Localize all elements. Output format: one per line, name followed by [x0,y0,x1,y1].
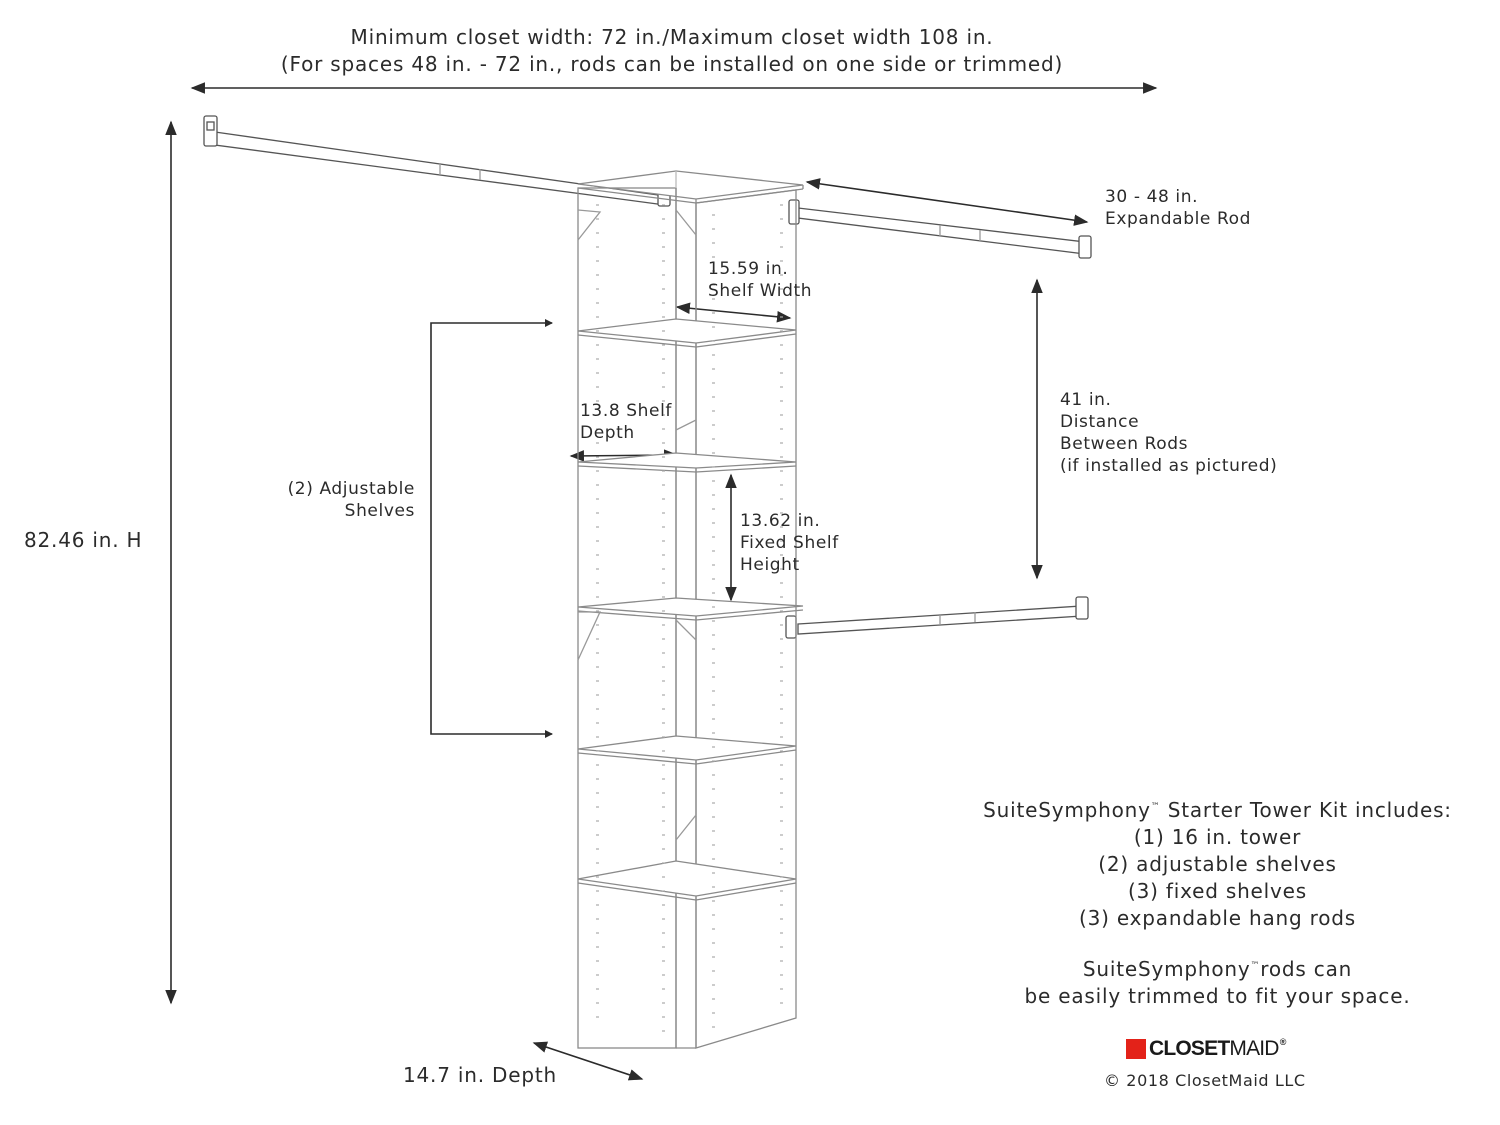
kit-item: (3) fixed shelves [1128,879,1307,903]
shelf-4 [577,735,797,761]
logo-wordmark: CLOSETMAID® [1149,1037,1286,1061]
adjustable-bracket [430,322,552,735]
rod-distance-caption-2: Between Rods [1060,434,1189,454]
shelf-peg-holes [596,204,783,1032]
kit-title-tm: ™ [1150,802,1161,812]
rod-distance-caption-1: Distance [1060,412,1140,432]
adjustable-shelves-label: (2) Adjustable Shelves [250,478,415,522]
adjustable-shelves-count: (2) Adjustable [287,479,415,499]
kit-trim-line2: be easily trimmed to fit your space. [1024,984,1411,1008]
rod-length-label: 30 - 48 in. Expandable Rod [1105,186,1251,230]
shelf-depth-value: 13.8 Shelf [580,401,672,421]
logo-bold-text: CLOSET [1149,1037,1230,1060]
shelf-depth-label: 13.8 Shelf Depth [580,400,672,444]
copyright: © 2018 ClosetMaid LLC [1104,1070,1306,1092]
closet-width-note: Minimum closet width: 72 in./Maximum clo… [196,24,1148,78]
hang-rods [203,115,1092,639]
shelf-width-caption: Shelf Width [708,281,813,301]
tower-unit [577,170,804,1049]
fixed-shelf-height-value: 13.62 in. [740,511,821,531]
kit-note-rest: rods can [1260,957,1353,981]
dimension-arrows [165,82,1158,1081]
kit-title: SuiteSymphony™ Starter Tower Kit include… [930,797,1500,824]
shelf-5 [577,860,797,897]
kit-note-brand: SuiteSymphony [1082,957,1251,981]
rod-distance-caption-3: (if installed as pictured) [1060,456,1278,476]
closetmaid-logo: CLOSETMAID® [1126,1037,1286,1061]
copyright-text: © 2018 ClosetMaid LLC [1104,1071,1306,1090]
logo-red-square [1126,1039,1146,1059]
kit-item: (2) adjustable shelves [1098,852,1337,876]
fixed-shelf-height-label: 13.62 in. Fixed Shelf Height [740,510,839,576]
kit-contents: SuiteSymphony™ Starter Tower Kit include… [930,797,1500,932]
rod-distance-value: 41 in. [1060,390,1112,410]
shelf-3 [577,597,804,617]
logo-light-text: MAID [1229,1037,1279,1060]
top-right-rod [788,199,1092,259]
closet-width-line1: Minimum closet width: 72 in./Maximum clo… [350,25,994,49]
closet-width-line2: (For spaces 48 in. - 72 in., rods can be… [280,52,1064,76]
rod-length-caption: Expandable Rod [1105,209,1252,229]
shelf-width-label: 15.59 in. Shelf Width [708,258,812,302]
shelf-2 [577,452,797,469]
shelf-width-arrow [675,302,792,323]
brackets [577,209,697,841]
kit-item: (3) expandable hang rods [1079,906,1356,930]
depth-label: 14.7 in. Depth [403,1062,557,1089]
depth-arrow [532,1041,644,1081]
kit-item: (1) 16 in. tower [1133,825,1302,849]
logo-registered-mark: ® [1279,1037,1287,1047]
kit-note-tm: ™ [1250,961,1261,971]
height-value: 82.46 in. H [24,528,143,552]
kit-title-rest: Starter Tower Kit includes: [1160,798,1452,822]
rod-length-arrow [805,178,1089,226]
top-left-rod [203,115,671,207]
shelves [577,318,804,901]
rod-distance-label: 41 in. Distance Between Rods (if install… [1060,389,1277,477]
shelf-1 [577,318,797,344]
kit-trim-note: SuiteSymphony™rods can be easily trimmed… [930,956,1500,1010]
kit-trim-line1: SuiteSymphony™rods can [930,956,1500,983]
shelf-width-value: 15.59 in. [708,259,789,279]
adjustable-shelves-caption: Shelves [344,501,415,521]
bottom-right-rod [785,596,1089,639]
shelf-depth-caption: Depth [580,423,635,443]
kit-title-brand: SuiteSymphony [983,798,1151,822]
height-label: 82.46 in. H [24,527,142,554]
fixed-shelf-height-caption-2: Height [740,555,800,575]
fixed-shelf-height-caption-1: Fixed Shelf [740,533,839,553]
rod-length-value: 30 - 48 in. [1105,187,1199,207]
depth-value: 14.7 in. Depth [403,1063,557,1087]
